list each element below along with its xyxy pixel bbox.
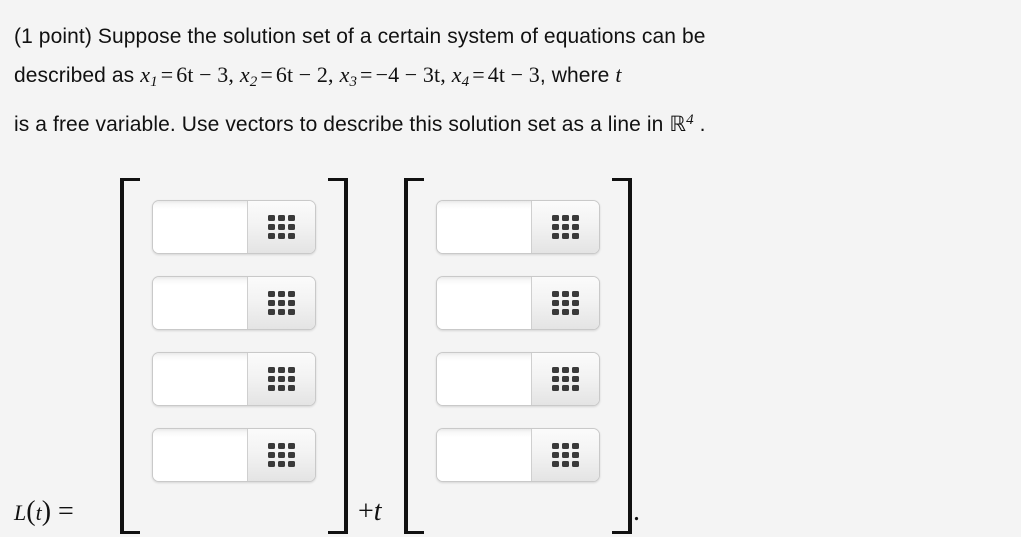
answer-cell[interactable] (436, 200, 600, 254)
equation-3-var: x (339, 62, 350, 87)
constant-vector-cells (152, 200, 318, 482)
equation-3-rhs: −4 − 3t (375, 62, 441, 87)
vector-2-component-1-keypad-button[interactable] (531, 201, 599, 253)
comma-1: , (228, 62, 234, 87)
answer-cell[interactable] (152, 428, 316, 482)
grid-3x3-icon (268, 367, 295, 391)
problem-line-2-tail: , where (539, 64, 610, 87)
vector-2-component-4-input[interactable] (437, 429, 531, 481)
problem-line-1: (1 point) Suppose the solution set of a … (14, 18, 1014, 56)
answer-cell[interactable] (436, 428, 600, 482)
left-bracket-vector-1 (120, 178, 140, 534)
grid-3x3-icon (268, 215, 295, 239)
vector-1-component-3-keypad-button[interactable] (247, 353, 315, 405)
vector-1-component-3-input[interactable] (153, 353, 247, 405)
equation-1-rhs: 6t − 3 (176, 62, 229, 87)
vector-2-component-3-input[interactable] (437, 353, 531, 405)
answer-trailing-period: . (633, 496, 640, 527)
answer-cell[interactable] (152, 352, 316, 406)
answer-cell[interactable] (152, 200, 316, 254)
equation-2: x2=6t − 2 (239, 62, 329, 90)
grid-3x3-icon (268, 443, 295, 467)
problem-line-3: is a free variable. Use vectors to descr… (14, 101, 1014, 144)
vector-1-component-1-keypad-button[interactable] (247, 201, 315, 253)
equation-4: x4=4t − 3 (451, 62, 540, 90)
lhs-close-paren: ) (41, 496, 52, 527)
equation-1: x1=6t − 3 (140, 62, 229, 90)
equation-4-subscript: 4 (461, 74, 470, 90)
scalar-variable-t: t (373, 496, 382, 527)
right-bracket-vector-1 (328, 178, 348, 534)
lhs-equals-sign: = (58, 496, 74, 527)
comma-3: , (440, 62, 446, 87)
problem-statement: (1 point) Suppose the solution set of a … (14, 18, 1014, 144)
equation-4-var: x (451, 62, 462, 87)
direction-vector-block (404, 178, 632, 534)
grid-3x3-icon (552, 443, 579, 467)
equation-2-subscript: 2 (249, 74, 258, 90)
answer-cell[interactable] (436, 352, 600, 406)
points-label: (1 point) (14, 25, 92, 48)
scalar-multiplier-operator: +t (358, 496, 382, 528)
real-space-exponent: 4 (686, 112, 694, 128)
grid-3x3-icon (268, 291, 295, 315)
equation-4-equals: = (472, 62, 485, 87)
equation-2-rhs: 6t − 2 (275, 62, 329, 87)
equation-3-equals: = (360, 62, 373, 87)
problem-line-2: described as x1=6t − 3, x2=6t − 2, x3=−4… (14, 56, 1014, 101)
vector-1-component-2-input[interactable] (153, 277, 247, 329)
vector-2-component-2-input[interactable] (437, 277, 531, 329)
lhs-open-paren: ( (26, 496, 36, 527)
comma-2: , (328, 62, 334, 87)
vector-1-component-4-input[interactable] (153, 429, 247, 481)
vector-2-component-1-input[interactable] (437, 201, 531, 253)
constant-vector-block (120, 178, 348, 534)
vector-2-component-3-keypad-button[interactable] (531, 353, 599, 405)
grid-3x3-icon (552, 367, 579, 391)
grid-3x3-icon (552, 291, 579, 315)
lhs-function-name: L (14, 500, 27, 525)
left-bracket-vector-2 (404, 178, 424, 534)
right-bracket-vector-2 (612, 178, 632, 534)
equation-1-equals: = (160, 62, 174, 87)
real-space-symbol: ℝ (669, 112, 687, 136)
free-variable-symbol: t (615, 62, 622, 87)
vector-1-component-2-keypad-button[interactable] (247, 277, 315, 329)
equation-4-rhs: 4t − 3 (487, 62, 540, 87)
plus-sign: + (358, 496, 374, 527)
answer-area: L(t) = (0, 160, 1021, 537)
lhs-argument: t (35, 500, 42, 525)
vector-1-component-1-input[interactable] (153, 201, 247, 253)
problem-terminal-period: . (699, 113, 706, 136)
equation-3: x3=−4 − 3t (339, 62, 441, 90)
grid-3x3-icon (552, 215, 579, 239)
problem-line-1-text: Suppose the solution set of a certain sy… (97, 25, 706, 48)
problem-line-3-text: is a free variable. Use vectors to descr… (14, 113, 664, 136)
equation-3-subscript: 3 (349, 74, 358, 90)
vector-2-component-4-keypad-button[interactable] (531, 429, 599, 481)
vector-2-component-2-keypad-button[interactable] (531, 277, 599, 329)
vector-1-component-4-keypad-button[interactable] (247, 429, 315, 481)
equation-1-var: x (140, 62, 151, 87)
equation-1-subscript: 1 (150, 74, 158, 90)
direction-vector-cells (436, 200, 602, 482)
answer-cell[interactable] (152, 276, 316, 330)
equation-2-equals: = (260, 62, 273, 87)
equation-2-var: x (239, 62, 250, 87)
lhs-label: L(t) = (14, 496, 74, 528)
answer-cell[interactable] (436, 276, 600, 330)
problem-line-2-lead: described as (14, 64, 135, 87)
